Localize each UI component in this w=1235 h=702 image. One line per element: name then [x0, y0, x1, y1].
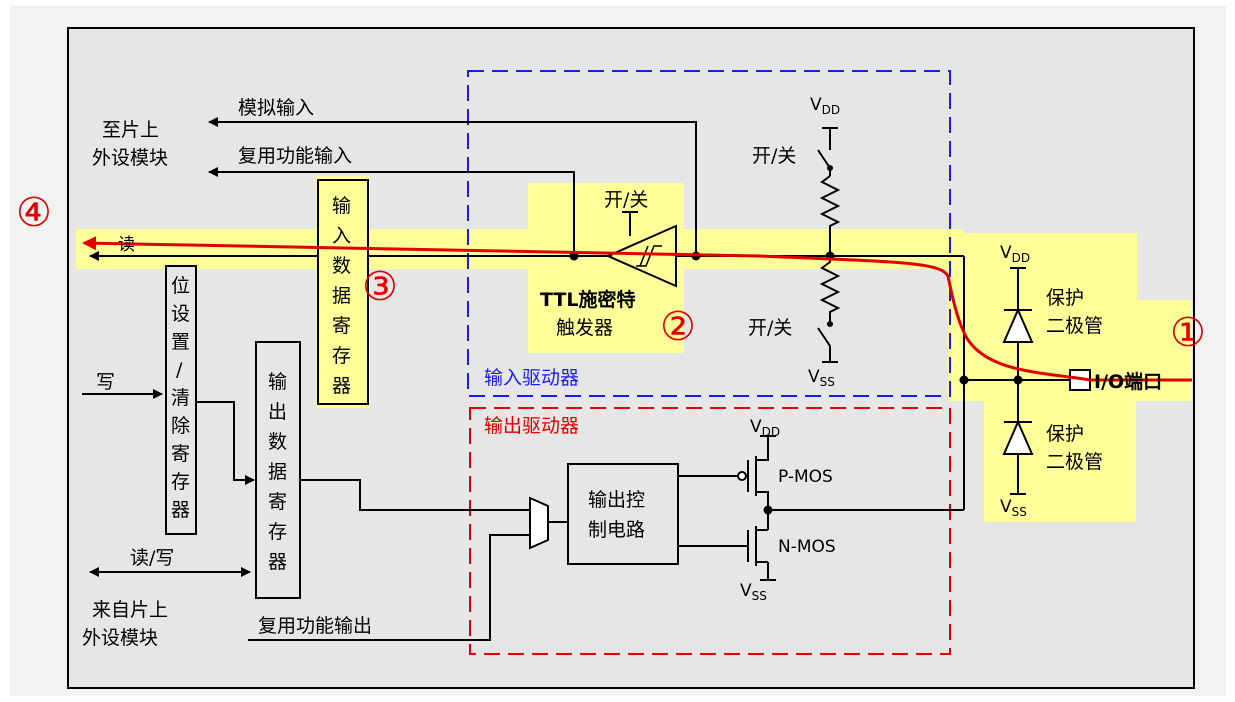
svg-text:存: 存: [171, 471, 190, 493]
protect-diode-top-label-2: 二极管: [1046, 315, 1103, 337]
input-data-register-text: 输 入 数 据 寄 存 器: [332, 195, 351, 397]
input-driver-label: 输入驱动器: [484, 367, 579, 389]
svg-text:据: 据: [268, 461, 287, 483]
pullup-onoff-label: 开/关: [752, 145, 796, 167]
output-data-register-text: 输 出 数 据 寄 存 器: [268, 371, 287, 573]
svg-text:寄: 寄: [171, 443, 190, 465]
alt-func-input-label: 复用功能输入: [238, 145, 352, 167]
ttl-schmitt-label-2: 触发器: [556, 317, 613, 339]
svg-text:存: 存: [268, 521, 287, 543]
svg-text:清: 清: [171, 387, 190, 409]
vdd-pullup-label: VDD: [810, 95, 840, 117]
vdd-pmos-label: VDD: [750, 417, 780, 439]
svg-text:器: 器: [171, 499, 190, 521]
svg-text:设: 设: [171, 303, 190, 325]
svg-text:数: 数: [268, 431, 287, 453]
mux-symbol: [529, 496, 549, 550]
schmitt-trigger-symbol: [605, 224, 677, 288]
svg-text:出: 出: [268, 401, 287, 423]
output-control-label-1: 输出控: [588, 489, 645, 511]
svg-text:置: 置: [171, 331, 190, 353]
pulldown-onoff-label: 开/关: [748, 317, 792, 339]
svg-text:据: 据: [332, 285, 351, 307]
io-port-label: I/O端口: [1094, 370, 1162, 393]
read-label: 读: [118, 235, 135, 255]
nmos-label: N-MOS: [778, 537, 836, 557]
to-peripheral-label-1: 至片上: [102, 119, 159, 141]
svg-text:存: 存: [332, 345, 351, 367]
output-driver-label: 输出驱动器: [484, 415, 579, 437]
analog-input-label: 模拟输入: [238, 97, 314, 119]
bit-set-clear-register-box: [165, 265, 197, 535]
protect-diode-bottom: [1002, 419, 1034, 455]
output-control-label-2: 制电路: [588, 519, 645, 541]
svg-text:器: 器: [268, 551, 287, 573]
pmos-gate-bubble: [737, 471, 747, 481]
from-peripheral-label-1: 来自片上: [92, 599, 168, 621]
svg-text:入: 入: [332, 225, 351, 247]
output-control-box: [567, 463, 679, 565]
svg-text:除: 除: [171, 415, 190, 437]
vss-nmos-label: VSS: [740, 581, 767, 603]
protect-diode-bottom-label-2: 二极管: [1046, 451, 1103, 473]
svg-text:/: /: [176, 359, 183, 381]
marker-2: ②: [660, 304, 696, 350]
write-label: 写: [96, 371, 115, 393]
svg-text:数: 数: [332, 255, 351, 277]
svg-text:寄: 寄: [332, 315, 351, 337]
input-driver-box: [467, 70, 951, 397]
input-data-register-box: [317, 179, 369, 405]
protect-diode-bottom-label-1: 保护: [1046, 423, 1084, 445]
vss-pulldown-label: VSS: [808, 367, 835, 389]
svg-text:器: 器: [332, 375, 351, 397]
svg-text:位: 位: [171, 275, 190, 297]
ttl-schmitt-label-1: TTL施密特: [540, 288, 635, 311]
from-peripheral-label-2: 外设模块: [82, 627, 158, 649]
marker-4: ④: [16, 190, 52, 236]
output-data-register-box: [255, 341, 301, 599]
protect-diode-top: [1002, 307, 1034, 343]
read-path-highlight: [82, 236, 1192, 382]
vss-diode-label: VSS: [1000, 497, 1027, 519]
schmitt-onoff-label: 开/关: [604, 189, 648, 211]
read-write-label: 读/写: [130, 547, 174, 569]
output-driver-box: [469, 407, 951, 655]
bit-set-clear-register-text: 位 设 置 / 清 除 寄 存 器: [171, 275, 190, 521]
vdd-diode-label: VDD: [1000, 243, 1030, 265]
marker-3: ③: [362, 264, 398, 310]
svg-text:输: 输: [332, 195, 351, 217]
svg-text:寄: 寄: [268, 491, 287, 513]
marker-1: ①: [1170, 310, 1206, 356]
protect-diode-top-label-1: 保护: [1046, 287, 1084, 309]
svg-text:输: 输: [268, 371, 287, 393]
to-peripheral-label-2: 外设模块: [92, 147, 168, 169]
pmos-label: P-MOS: [778, 467, 833, 487]
alt-func-output-label: 复用功能输出: [258, 615, 372, 637]
